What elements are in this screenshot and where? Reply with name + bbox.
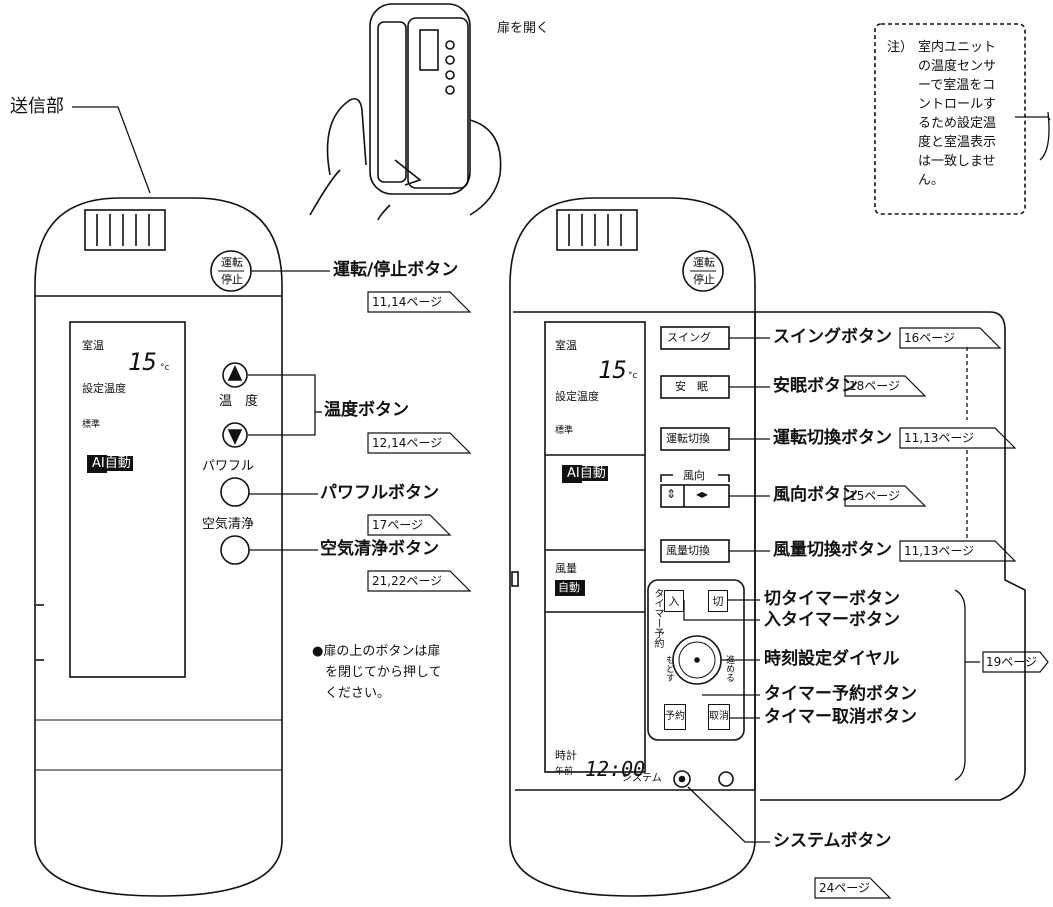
right-lcd-fan-label: 風量	[555, 562, 577, 575]
timer-cancel-button[interactable]: 取消	[708, 704, 730, 730]
callout-sleep: 安眠ボタン	[773, 376, 858, 396]
tag-timer-page: 19ページ	[986, 655, 1038, 669]
callout-temp: 温度ボタン	[324, 400, 409, 420]
tag-sleep-page: 18ページ	[849, 379, 901, 393]
right-run-button-top[interactable]: 運転	[693, 256, 715, 269]
swing-button[interactable]: スイング	[667, 331, 711, 344]
wind-direction-label: 風向	[683, 469, 705, 482]
right-lcd-mode-text: AI自動	[565, 466, 608, 481]
hands-illustration	[309, 3, 502, 221]
right-lcd-room-temp: 室温	[555, 339, 577, 352]
callout-fan: 風量切換ボタン	[773, 540, 892, 560]
left-lcd-mode-text: AI自動	[90, 456, 133, 471]
tag-powerful-page: 17ページ	[372, 518, 424, 532]
right-lcd-standard: 標準	[555, 426, 574, 436]
left-lcd-unit: °c	[160, 363, 170, 373]
callout-clock-dial: 時刻設定ダイヤル	[764, 649, 900, 669]
callout-off-timer: 切タイマーボタン	[764, 589, 900, 609]
callout-air-clean: 空気清浄ボタン	[320, 539, 439, 559]
dial-forward-label: 進める	[724, 655, 734, 682]
tag-temp-page: 12,14ページ	[372, 436, 443, 450]
note-box	[874, 23, 1026, 215]
note-body: 室内ユニット の温度センサ ーで室温をコ ントロールす るため設定温 度と室温表…	[918, 40, 997, 188]
right-stop-button-bottom[interactable]: 停止	[693, 273, 715, 286]
on-timer-button[interactable]: 入	[664, 590, 684, 612]
tag-fan-page: 11,13ページ	[904, 544, 975, 558]
clock-dial[interactable]	[673, 636, 721, 684]
left-page-tags	[367, 291, 472, 592]
transmitter-label: 送信部	[10, 96, 64, 117]
left-temp-label: 温 度	[219, 394, 259, 409]
left-powerful-label: パワフル	[202, 459, 255, 474]
callout-timer-cancel: タイマー取消ボタン	[764, 707, 917, 727]
callout-wind: 風向ボタン	[773, 485, 858, 505]
right-lcd-unit: °c	[628, 371, 638, 381]
fan-auto-block	[555, 580, 585, 596]
left-lcd-set-temp: 設定温度	[82, 382, 126, 395]
right-lcd-ampm: 午前	[555, 767, 574, 777]
callout-powerful: パワフルボタン	[320, 483, 439, 503]
system-label: システム	[622, 773, 662, 784]
wind-vertical-button[interactable]: ⇕	[666, 487, 677, 501]
timer-reserve-button[interactable]: 予約	[664, 704, 686, 730]
sleep-button[interactable]: 安 眠	[675, 380, 708, 393]
right-lcd-time: 12:00	[585, 757, 646, 781]
timer-vertical-label: タイマー予約	[652, 588, 663, 648]
tag-mode-page: 11,13ページ	[904, 431, 975, 445]
left-lcd-mode: AI自動	[90, 456, 133, 471]
left-lcd-temp-value: 15	[128, 348, 157, 376]
system-button[interactable]	[674, 771, 690, 787]
left-lcd-room-temp: 室温	[82, 339, 104, 352]
mode-switch-button[interactable]: 運転切換	[666, 432, 710, 445]
callout-run-stop: 運転/停止ボタン	[333, 260, 459, 280]
dial-back-label: もどす	[664, 655, 674, 682]
right-leader-lines	[683, 111, 1051, 843]
left-run-button-top[interactable]: 運転	[221, 256, 243, 269]
open-door-caption: 扉を開く	[497, 21, 550, 36]
right-page-tags	[814, 327, 1049, 899]
callout-system: システムボタン	[773, 831, 892, 851]
tag-swing-page: 16ページ	[904, 331, 956, 345]
note-head: 注）	[887, 40, 914, 55]
callout-swing: スイングボタン	[773, 327, 892, 347]
left-stop-button-bottom[interactable]: 停止	[221, 273, 243, 286]
tag-air-clean-page: 21,22ページ	[372, 574, 443, 588]
bullet-note: ●扉の上のボタンは扉 を閉じてから押して ください。	[312, 644, 442, 701]
wind-horizontal-button[interactable]: ◂▸	[696, 487, 709, 501]
tag-system-page: 24ページ	[819, 881, 871, 895]
left-air-clean-label: 空気清浄	[202, 517, 255, 532]
right-lcd-mode: AI自動	[565, 466, 608, 481]
callout-timer-reserve: タイマー予約ボタン	[764, 684, 917, 704]
right-lcd-temp-value: 15	[598, 356, 627, 384]
fan-switch-button[interactable]: 風量切換	[666, 544, 710, 557]
right-lcd-fan-value: 自動	[558, 581, 580, 594]
right-lcd-clock-label: 時計	[555, 749, 577, 762]
left-leader-lines	[72, 106, 330, 551]
right-remote-body	[509, 197, 1026, 897]
tag-run-stop-page: 11,14ページ	[372, 295, 443, 309]
callout-on-timer: 入タイマーボタン	[764, 610, 900, 630]
callout-mode: 運転切換ボタン	[773, 428, 892, 448]
left-lcd-standard: 標準	[82, 420, 101, 430]
off-timer-button[interactable]: 切	[708, 590, 728, 612]
tag-wind-page: 15ページ	[849, 489, 901, 503]
left-remote-body	[34, 197, 283, 897]
right-lcd-set-temp: 設定温度	[555, 390, 599, 403]
